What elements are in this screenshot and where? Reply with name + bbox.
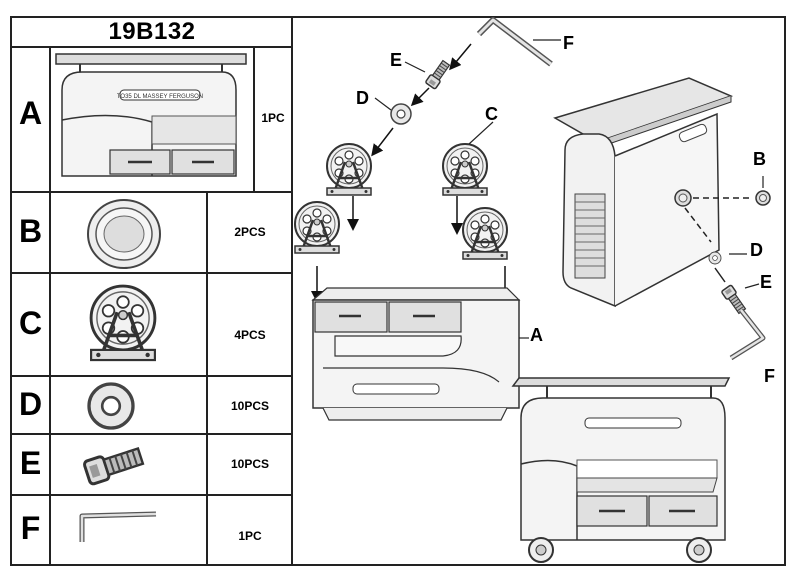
part-letter-d: D — [18, 386, 43, 422]
diagram-cap-right — [693, 176, 771, 206]
callout-a: A — [530, 325, 543, 345]
assembly-diagram — [293, 17, 771, 563]
cabinet-top-shelf — [55, 53, 247, 65]
table-right-divider — [291, 16, 293, 566]
row-b-divider — [10, 272, 292, 274]
diagram-caster-4 — [461, 206, 509, 261]
callout-c: C — [485, 104, 498, 124]
callout-f-top: F — [563, 33, 574, 53]
part-b-cap-image — [87, 199, 161, 269]
diagram-washer-top — [390, 103, 412, 125]
quantity-b: 2PCS — [234, 225, 266, 239]
quantity-f: 1PC — [238, 529, 262, 543]
row-a-divider — [10, 191, 292, 193]
callout-b-right: B — [753, 149, 766, 169]
row-d-divider — [10, 433, 292, 435]
diagram-caster-1 — [325, 142, 373, 197]
diagram-washer-right — [708, 251, 722, 265]
diagram-cabinet-assembled — [511, 377, 731, 563]
diagram-cabinet-isometric — [553, 77, 734, 308]
part-a-cabinet-image: TO35 DL MASSEY FERGUSON — [55, 53, 247, 177]
part-letter-a: A — [18, 95, 43, 131]
letter-column-divider — [49, 46, 51, 566]
sheet-border — [10, 16, 786, 566]
callout-d-right: D — [750, 240, 763, 260]
part-c-caster-image — [89, 284, 157, 362]
row-e-divider — [10, 494, 292, 496]
part-letter-f: F — [20, 510, 41, 546]
diagram-allen-key-top — [476, 17, 561, 67]
callout-e-right: E — [760, 272, 773, 292]
title-row-divider — [10, 46, 292, 48]
quantity-e: 10PCS — [230, 457, 270, 471]
part-f-allen-key-image — [79, 511, 157, 542]
qty-column-divider — [206, 191, 208, 566]
row-a-qty-divider — [253, 46, 255, 192]
callout-d-top: D — [356, 88, 369, 108]
quantity-c: 4PCS — [234, 328, 266, 342]
part-letter-c: C — [18, 305, 43, 341]
diagram-caster-3 — [293, 200, 341, 255]
quantity-a: 1PC — [261, 111, 285, 125]
arrow-key-to-bolt — [449, 43, 472, 71]
callout-f-right: F — [764, 366, 775, 386]
diagram-caster-2 — [441, 142, 489, 197]
diagram-bolt-top — [424, 58, 452, 91]
quantity-d: 10PCS — [230, 399, 270, 413]
diagram-cabinet-upside-down — [311, 287, 529, 421]
part-letter-b: B — [18, 213, 43, 249]
emblem-text: TO35 DL MASSEY FERGUSON — [117, 94, 203, 100]
part-letter-e: E — [19, 445, 42, 481]
model-number-title: 19B132 — [108, 18, 196, 45]
row-c-divider — [10, 375, 292, 377]
part-e-bolt-image — [81, 443, 146, 487]
diagram-allen-key-right — [729, 308, 766, 361]
part-d-washer-image — [87, 382, 135, 430]
callout-e-top: E — [390, 50, 403, 70]
